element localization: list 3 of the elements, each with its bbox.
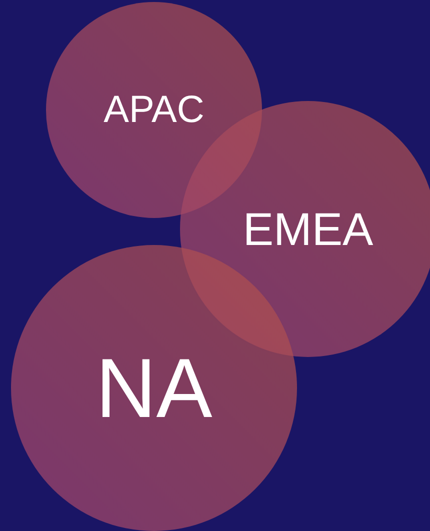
- region-label: EMEA: [242, 202, 374, 256]
- region-label: NA: [96, 340, 212, 436]
- region-label: APAC: [104, 88, 204, 132]
